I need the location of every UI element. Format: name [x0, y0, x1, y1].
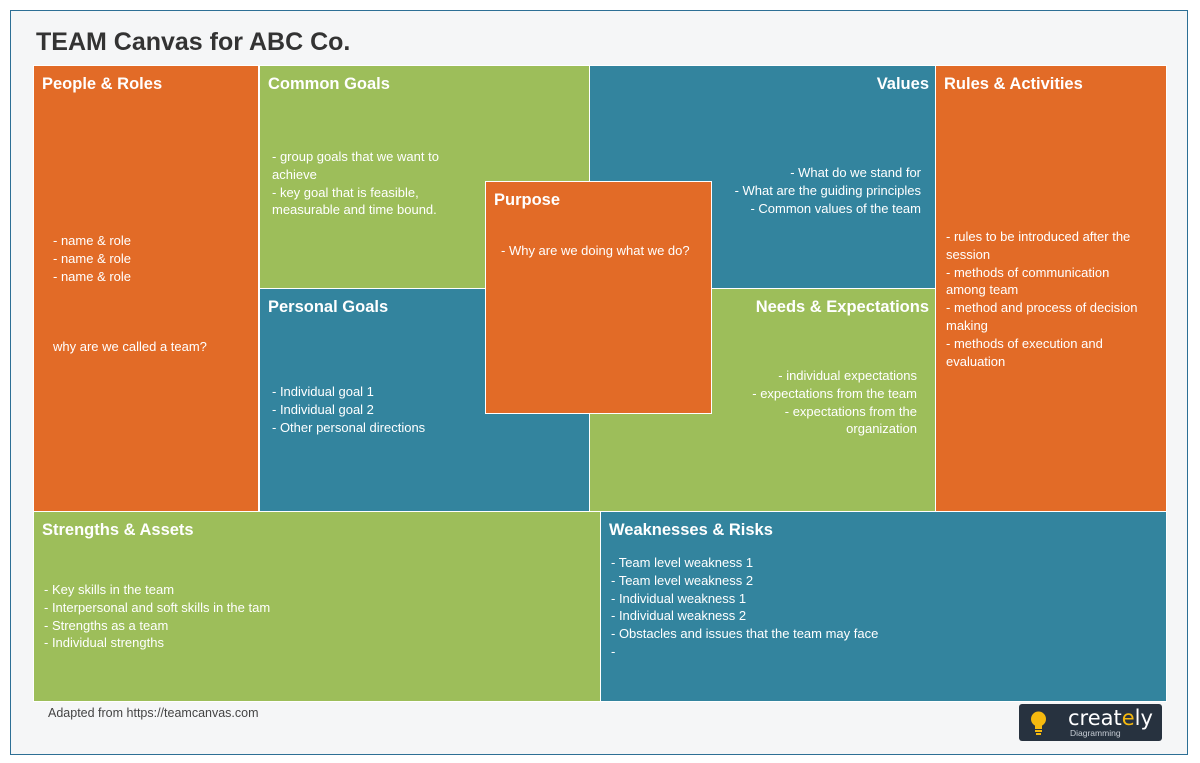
list-item: - Team level weakness 1 — [611, 555, 754, 570]
panel-heading: Purpose — [494, 191, 561, 209]
list-item: - Team level weakness 2 — [611, 572, 754, 588]
panel-heading: Common Goals — [268, 75, 390, 93]
panel-heading: Personal Goals — [268, 298, 389, 316]
panel-note: why are we called a team? — [53, 339, 207, 354]
list-item: - Interpersonal and soft skills in the t… — [44, 599, 271, 615]
list-item: - Individual goal 2 — [272, 401, 374, 417]
list-item: - — [611, 643, 616, 659]
list-item: - Individual goal 1 — [272, 384, 374, 399]
list-item: - method and process of decision making — [946, 300, 1142, 333]
list-item: - Common values of the team — [750, 200, 921, 216]
panel-strengths-assets: Strengths & Assets - Key skills in the t… — [33, 511, 601, 702]
panel-heading: Rules & Activities — [944, 75, 1083, 93]
panel-heading: Needs & Expectations — [755, 298, 929, 316]
list-item: - methods of communication among team — [946, 264, 1113, 298]
panel-weaknesses-risks: Weaknesses & Risks - Team level weakness… — [600, 511, 1167, 702]
panel-heading: Strengths & Assets — [42, 521, 194, 539]
list-item: - Strengths as a team — [44, 617, 169, 633]
panel-common-goals: Common Goals - group goals that we want … — [259, 65, 590, 289]
list-item: - Other personal directions — [272, 419, 426, 435]
list-item: - What do we stand for — [790, 165, 921, 180]
list-item: - expectations from the organization — [784, 403, 921, 437]
list-item: - Individual weakness 2 — [611, 608, 747, 624]
page-title: TEAM Canvas for ABC Co. — [36, 28, 351, 56]
list-item: - Individual strengths — [44, 635, 164, 651]
creately-logo[interactable]: creately Diagramming — [1019, 704, 1162, 741]
panel-heading: Weaknesses & Risks — [609, 521, 773, 539]
list-item: - Key skills in the team — [44, 582, 175, 597]
list-item: - name & role — [53, 233, 132, 248]
lightbulb-icon — [1023, 707, 1054, 738]
panel-heading: People & Roles — [42, 75, 163, 93]
logo-tagline: Diagramming — [1070, 728, 1121, 738]
panel-rules-activities: Rules & Activities - rules to be introdu… — [935, 65, 1167, 512]
list-item: - Obstacles and issues that the team may… — [611, 626, 879, 642]
list-item: - key goal that is feasible, measurable … — [272, 184, 437, 218]
list-item: - Individual weakness 1 — [611, 590, 747, 606]
list-item: - group goals that we want to achieve — [272, 149, 443, 182]
list-item: - methods of execution and evaluation — [946, 335, 1107, 369]
panel-purpose: Purpose - Why are we doing what we do? — [485, 181, 712, 414]
list-item: - Why are we doing what we do? — [501, 243, 690, 258]
attribution-text: Adapted from https://teamcanvas.com — [48, 706, 259, 720]
panel-heading: Values — [876, 75, 929, 93]
list-item: - What are the guiding principles — [734, 182, 921, 198]
logo-wordmark: creately — [1068, 706, 1153, 730]
list-item: - individual expectations — [778, 368, 917, 383]
list-item: - expectations from the team — [752, 385, 917, 401]
list-item: - name & role — [53, 250, 132, 266]
list-item: - name & role — [53, 268, 132, 284]
panel-people-roles: People & Roles - name & role - name & ro… — [33, 65, 259, 512]
list-item: - rules to be introduced after the sessi… — [946, 229, 1134, 262]
